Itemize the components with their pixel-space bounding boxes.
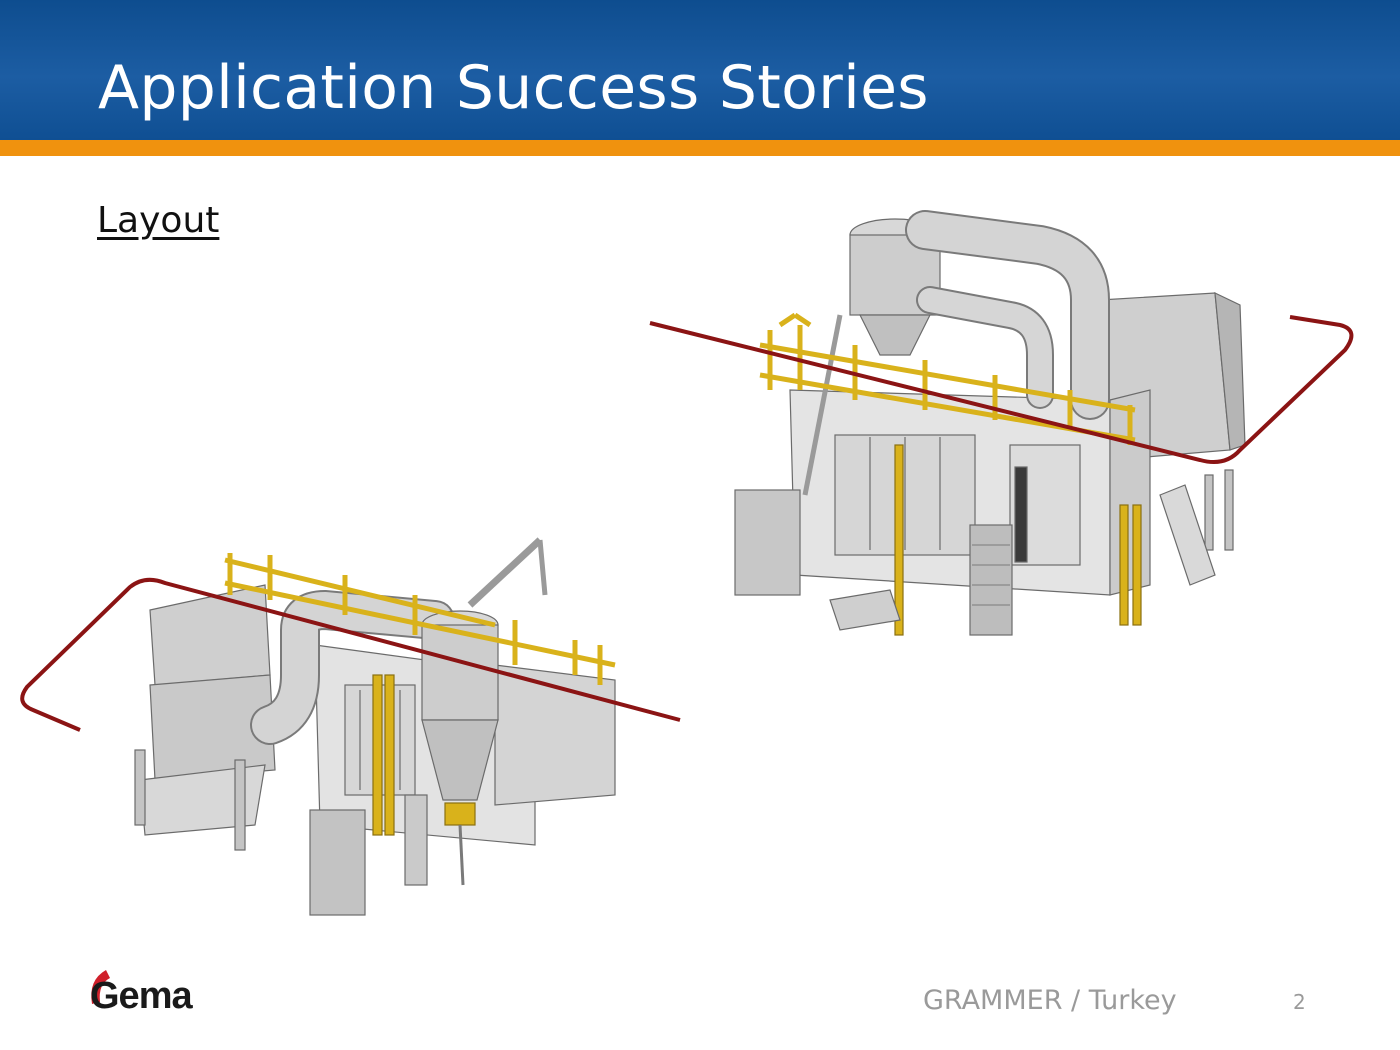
title-banner	[0, 0, 1400, 140]
booth-layout-front-view	[20, 537, 681, 916]
accent-bar	[0, 140, 1400, 156]
booth-layout-rear-view	[649, 210, 1354, 636]
gema-logo: Gema	[90, 970, 194, 1017]
section-label: Layout	[97, 200, 220, 241]
svg-text:Gema: Gema	[90, 975, 193, 1017]
page-number: 2	[1293, 990, 1306, 1014]
footer-caption: GRAMMER / Turkey	[923, 985, 1177, 1016]
slide-title: Application Success Stories	[98, 53, 929, 123]
